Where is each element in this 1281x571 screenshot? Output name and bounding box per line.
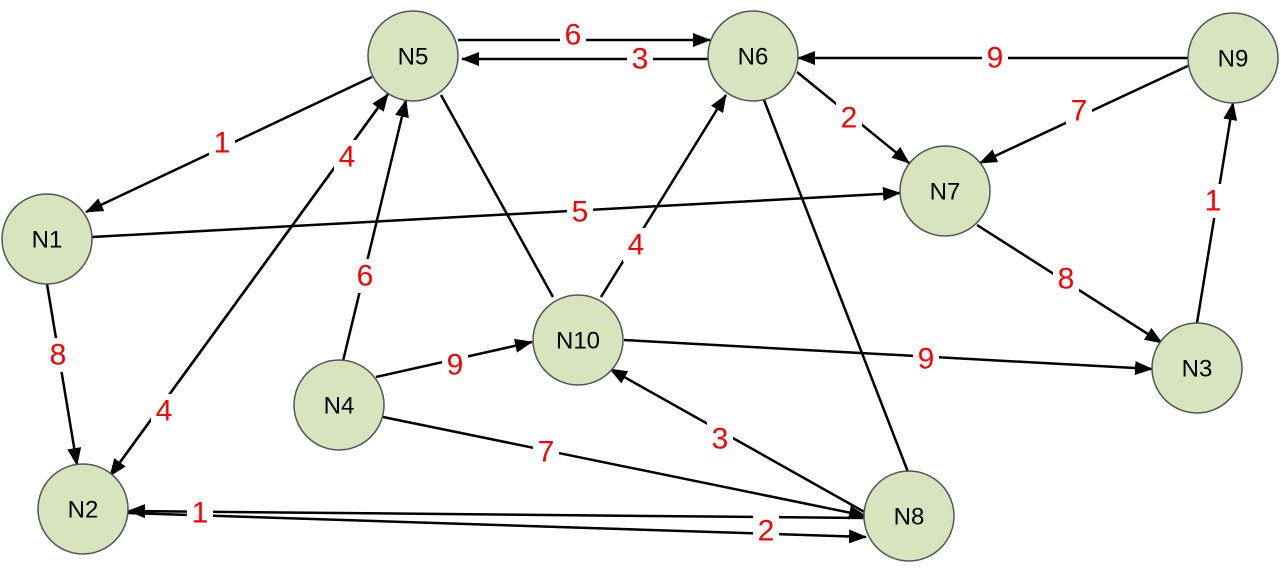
edge-weight-backdrop — [533, 435, 559, 469]
edge-n6-n8 — [762, 99, 910, 473]
edge-weight-n10-n6: 4 — [628, 229, 645, 262]
node-n5: N5 — [367, 10, 459, 102]
edge-weight-backdrop — [209, 126, 235, 160]
node-circle — [367, 10, 459, 102]
node-n10: N10 — [532, 294, 624, 386]
edge-weight-n6-n7: 2 — [841, 102, 858, 135]
edge-weight-backdrop — [187, 496, 213, 530]
edge-weight-backdrop — [1053, 262, 1079, 296]
node-circle — [707, 10, 799, 102]
edge-weight-backdrop — [1066, 94, 1092, 128]
edge-weight-backdrop — [753, 514, 779, 548]
edge-weight-n4-n8: 7 — [538, 436, 555, 469]
edge-weight-n4-n5: 6 — [357, 260, 374, 293]
edge-weight-backdrop — [623, 228, 649, 262]
node-n6: N6 — [707, 10, 799, 102]
edge-weight-n9-n6: 9 — [987, 42, 1004, 75]
edge-weight-n1-n2: 8 — [50, 339, 67, 372]
edge-n10-n3 — [623, 338, 1153, 376]
edge-weight-n3-n9: 1 — [1205, 185, 1222, 218]
node-n8: N8 — [863, 470, 955, 562]
node-label: N7 — [930, 179, 961, 206]
edge-weight-n5-n6: 6 — [565, 19, 582, 52]
edge-weight-backdrop — [913, 342, 939, 376]
node-circle — [1187, 12, 1279, 104]
node-n3: N3 — [1151, 322, 1243, 414]
node-label: N8 — [894, 504, 925, 531]
edge-weight-backdrop — [45, 338, 71, 372]
node-circle — [1151, 322, 1243, 414]
node-label: N4 — [324, 393, 355, 420]
edge-weight-n5-n1: 1 — [214, 127, 231, 160]
edge-n2-n8 — [127, 511, 867, 544]
node-label: N6 — [738, 44, 769, 71]
node-n1: N1 — [1, 193, 93, 285]
edge-weight-n9-n7: 7 — [1071, 95, 1088, 128]
edge-n8-n10 — [609, 367, 869, 516]
edge-weight-n6-n5: 3 — [632, 43, 649, 76]
node-label: N3 — [1182, 356, 1213, 383]
node-label: N1 — [32, 227, 63, 254]
edge-n10-n6 — [599, 94, 728, 298]
edge-n4-n5 — [341, 99, 409, 362]
edge-weight-n10-n3: 9 — [918, 343, 935, 376]
edge-n1-n7 — [91, 186, 901, 239]
node-circle — [293, 359, 385, 451]
edge-n8-n2 — [127, 504, 866, 520]
edge-weight-backdrop — [982, 41, 1008, 75]
edge-weight-n2-n8: 2 — [758, 515, 775, 548]
edge-weight-n7-n3: 8 — [1058, 263, 1075, 296]
node-n4: N4 — [293, 359, 385, 451]
edge-weight-n5-n2: 4 — [339, 141, 356, 174]
edge-weights-layer: 6 3 9 1 2 7 5 1 8 4 6 8 9 9 3 7 1 2 4 4 — [45, 18, 1226, 548]
edge-weight-backdrop — [442, 348, 468, 382]
node-circle — [863, 470, 955, 562]
node-n9: N9 — [1187, 12, 1279, 104]
edge-weight-backdrop — [334, 140, 360, 174]
node-label: N5 — [398, 44, 429, 71]
node-circle — [532, 294, 624, 386]
edge-weight-backdrop — [567, 195, 593, 229]
node-circle — [37, 463, 129, 555]
edge-weight-backdrop — [707, 422, 733, 456]
edge-n5-n10 — [439, 94, 555, 298]
edge-weight-backdrop — [836, 101, 862, 135]
edge-weight-backdrop — [560, 18, 586, 52]
node-label: N10 — [556, 328, 600, 355]
edge-weight-backdrop — [352, 259, 378, 293]
node-circle — [899, 145, 991, 237]
edge-weight-n8-n10: 3 — [712, 423, 729, 456]
edge-weight-backdrop — [627, 42, 653, 76]
node-label: N2 — [68, 497, 99, 524]
edge-weight-n8-n2: 1 — [192, 497, 209, 530]
node-n2: N2 — [37, 463, 129, 555]
node-n7: N7 — [899, 145, 991, 237]
edge-n1-n2 — [45, 283, 82, 466]
edge-weight-backdrop — [151, 394, 177, 428]
edge-weight-n4-n10: 9 — [447, 349, 464, 382]
edge-weight-n1-n7: 5 — [572, 196, 589, 229]
node-label: N9 — [1218, 46, 1249, 73]
edge-weight-backdrop — [1200, 184, 1226, 218]
node-circle — [1, 193, 93, 285]
edge-n4-n8 — [382, 415, 867, 520]
edge-weight-n2-n5: 4 — [156, 395, 173, 428]
